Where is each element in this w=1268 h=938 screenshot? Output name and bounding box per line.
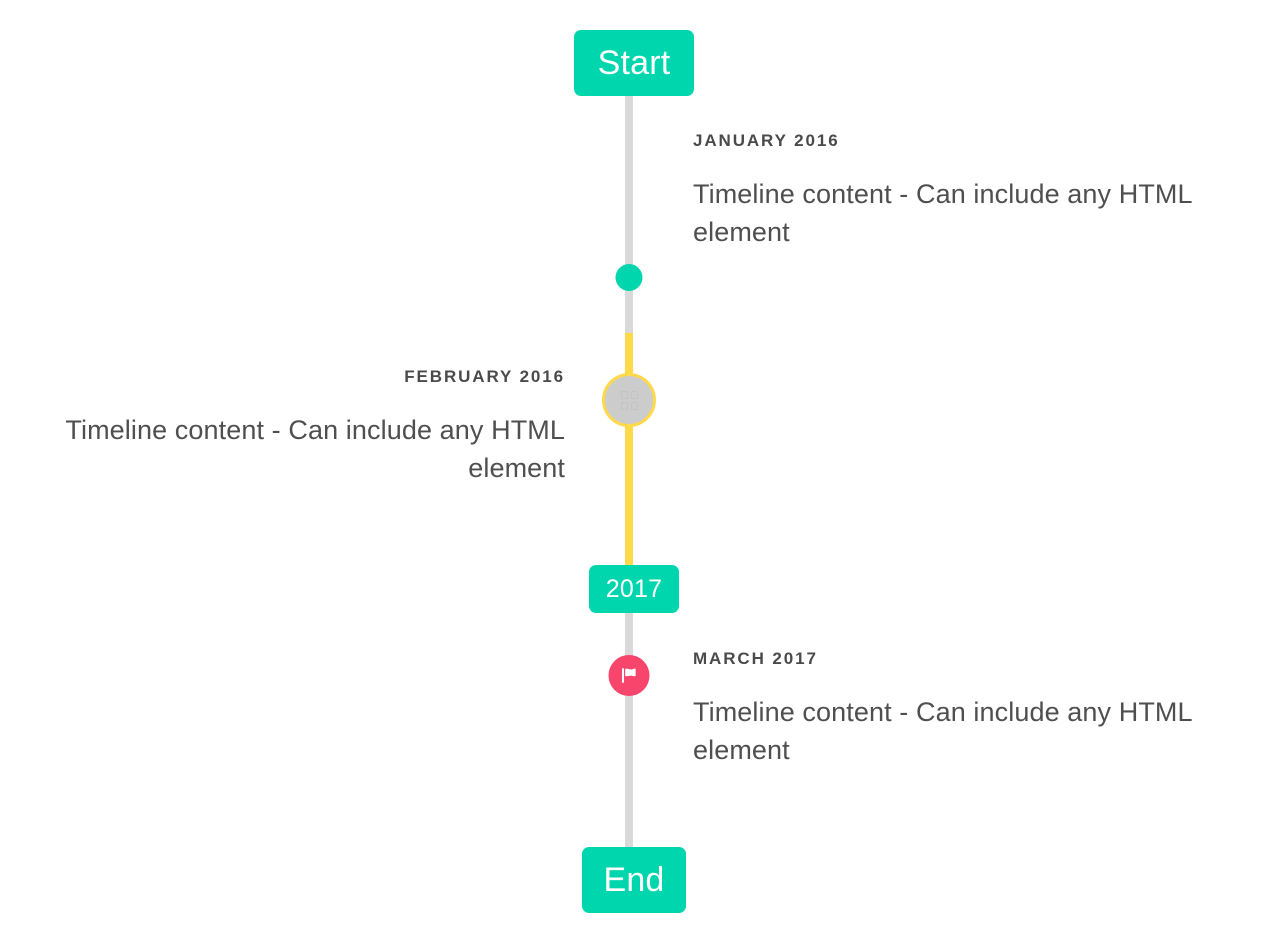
timeline-start-badge-label: Start	[597, 44, 671, 82]
timeline-line-segment-february-to-year-highlight	[625, 424, 633, 567]
timeline-entry-text: Timeline content - Can include any HTML …	[693, 697, 1192, 766]
timeline-line-segment-march-to-end	[625, 665, 633, 855]
timeline-start-badge[interactable]: Start	[574, 30, 694, 96]
timeline-line-segment-january-to-february	[625, 140, 633, 335]
timeline-entry-body: JANUARY 2016 Timeline content - Can incl…	[693, 132, 1217, 252]
timeline-line-segment-february-upper-highlight	[625, 333, 633, 375]
flag-icon-glyph	[622, 668, 636, 683]
timeline-line-segment-start-to-january	[625, 93, 633, 153]
flag-icon[interactable]	[608, 655, 650, 696]
timeline-entry-text: Timeline content - Can include any HTML …	[693, 179, 1192, 248]
glyph-box	[620, 390, 628, 399]
timeline-entry-date: FEBRUARY 2016	[404, 367, 565, 386]
glyph-box	[630, 390, 638, 399]
glyph-box	[620, 401, 628, 410]
timeline-line-segment-year-to-march	[625, 611, 633, 681]
timeline-end-badge[interactable]: End	[582, 847, 686, 913]
timeline-year-badge[interactable]: 2017	[589, 565, 679, 613]
timeline-end-badge-label: End	[603, 861, 665, 899]
timeline-entry-text: Timeline content - Can include any HTML …	[65, 415, 565, 484]
timeline-year-badge-label: 2017	[605, 574, 663, 603]
glyph-box	[630, 401, 638, 410]
missing-glyph-icon-inner	[620, 390, 638, 410]
missing-glyph-icon[interactable]	[602, 373, 656, 427]
timeline-entry-body: FEBRUARY 2016 Timeline content - Can inc…	[40, 368, 565, 488]
timeline-entry-body: MARCH 2017 Timeline content - Can includ…	[693, 650, 1217, 770]
dot-icon[interactable]	[615, 264, 643, 291]
timeline-entry-date: MARCH 2017	[693, 649, 818, 668]
timeline-entry-date: JANUARY 2016	[693, 131, 840, 150]
